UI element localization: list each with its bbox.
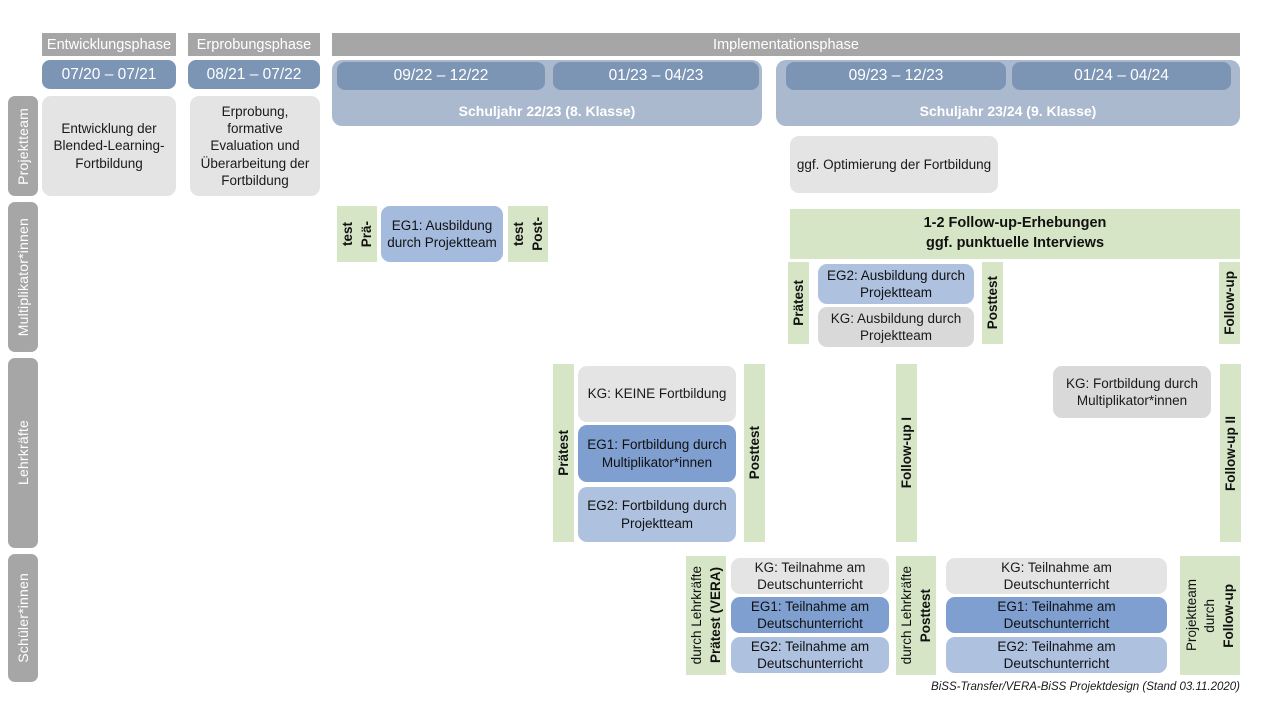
lehrkraefte-eg2-box: EG2: Fortbildung durch Projektteam (578, 487, 736, 542)
phase-label: Erprobungsphase (196, 36, 312, 53)
multiplikatoren-followup-banner: 1-2 Follow-up-Erhebungen ggf. punktuelle… (790, 209, 1240, 259)
schuelerinnen-block2-eg2-box: EG2: Teilnahme am Deutschunterricht (946, 637, 1167, 673)
multiplikatoren-praetest-2-strip: Prätest (788, 262, 809, 344)
projektteam-optimierung-box: ggf. Optimierung der Fortbildung (790, 136, 998, 193)
phase-band-implementationsphase: Implementationsphase (332, 33, 1240, 56)
multiplikatoren-posttest-strip: Post- test (508, 206, 548, 262)
schuelerinnen-block2-eg1-box: EG1: Teilnahme am Deutschunterricht (946, 597, 1167, 633)
lehrkraefte-posttest-strip: Posttest (744, 364, 765, 542)
period-pill-0123-0423: 01/23 – 04/23 (553, 62, 759, 90)
schuelerinnen-block1-eg1-box: EG1: Teilnahme am Deutschunterricht (731, 597, 889, 633)
school-year-label: Schuljahr 22/23 (8. Klasse) (458, 103, 636, 119)
lehrkraefte-praetest-strip: Prätest (553, 364, 574, 542)
row-label-projektteam: Projektteam (8, 96, 38, 196)
row-label-schuelerinnen: Schüler*innen (8, 554, 38, 682)
multiplikatoren-eg1-ausbildung-box: EG1: Ausbildung durch Projektteam (381, 206, 503, 262)
lehrkraefte-followup-2-strip: Follow-up II (1220, 364, 1241, 542)
schuelerinnen-block1-eg2-box: EG2: Teilnahme am Deutschunterricht (731, 637, 889, 673)
schuelerinnen-followup-strip: Follow-up durch Projektteam (1180, 556, 1240, 675)
projektteam-entwicklung-box: Entwicklung der Blended-Learning-Fortbil… (42, 96, 176, 196)
period-pill-0821-0722: 08/21 – 07/22 (188, 60, 320, 89)
multiplikatoren-praetest-strip: Prä- test (337, 206, 377, 262)
lehrkraefte-followup-1-strip: Follow-up I (896, 364, 917, 542)
schuelerinnen-posttest-strip: Posttest durch Lehrkräfte (896, 556, 936, 675)
row-label-multiplikatorinnen: Multiplikator*innen (8, 202, 38, 352)
period-label: 01/23 – 04/23 (608, 67, 704, 84)
multiplikatoren-followup-strip: Follow-up (1219, 262, 1240, 344)
schuelerinnen-block1-kg-box: KG: Teilnahme am Deutschunterricht (731, 558, 889, 594)
phase-band-erprobungsphase: Erprobungsphase (188, 33, 320, 56)
period-label: 08/21 – 07/22 (206, 65, 302, 83)
schuelerinnen-praetest-vera-strip: Prätest (VERA) durch Lehrkräfte (686, 556, 726, 675)
period-pill-0922-1222: 09/22 – 12/22 (337, 62, 545, 90)
period-label: 09/22 – 12/22 (393, 67, 489, 84)
footer-note: BiSS-Transfer/VERA-BiSS Projektdesign (S… (931, 681, 1240, 693)
lehrkraefte-eg1-box: EG1: Fortbildung durch Multiplikator*inn… (578, 425, 736, 482)
period-label: 07/20 – 07/21 (61, 65, 157, 83)
projektteam-erprobung-box: Erprobung, formative Evaluation und Über… (190, 96, 320, 196)
schuelerinnen-block2-kg-box: KG: Teilnahme am Deutschunterricht (946, 558, 1167, 594)
period-pill-0124-0424: 01/24 – 04/24 (1012, 62, 1231, 90)
period-label: 09/23 – 12/23 (848, 67, 944, 84)
lehrkraefte-kg-keine-box: KG: KEINE Fortbildung (578, 366, 736, 422)
multiplikatoren-posttest-2-strip: Posttest (982, 262, 1003, 344)
multiplikatoren-eg2-ausbildung-box: EG2: Ausbildung durch Projektteam (818, 264, 974, 304)
school-year-label: Schuljahr 23/24 (9. Klasse) (919, 103, 1097, 119)
multiplikatoren-kg-ausbildung-box: KG: Ausbildung durch Projektteam (818, 307, 974, 347)
phase-band-entwicklungsphase: Entwicklungsphase (42, 33, 176, 56)
period-pill-0720-0721: 07/20 – 07/21 (42, 60, 176, 89)
phase-label: Entwicklungsphase (46, 36, 172, 53)
row-label-lehrkraefte: Lehrkräfte (8, 358, 38, 548)
period-pill-0923-1223: 09/23 – 12/23 (786, 62, 1006, 90)
phase-label: Implementationsphase (713, 36, 859, 53)
lehrkraefte-kg-fortbildung-box: KG: Fortbildung durch Multiplikator*inne… (1053, 366, 1211, 418)
period-label: 01/24 – 04/24 (1074, 67, 1169, 84)
